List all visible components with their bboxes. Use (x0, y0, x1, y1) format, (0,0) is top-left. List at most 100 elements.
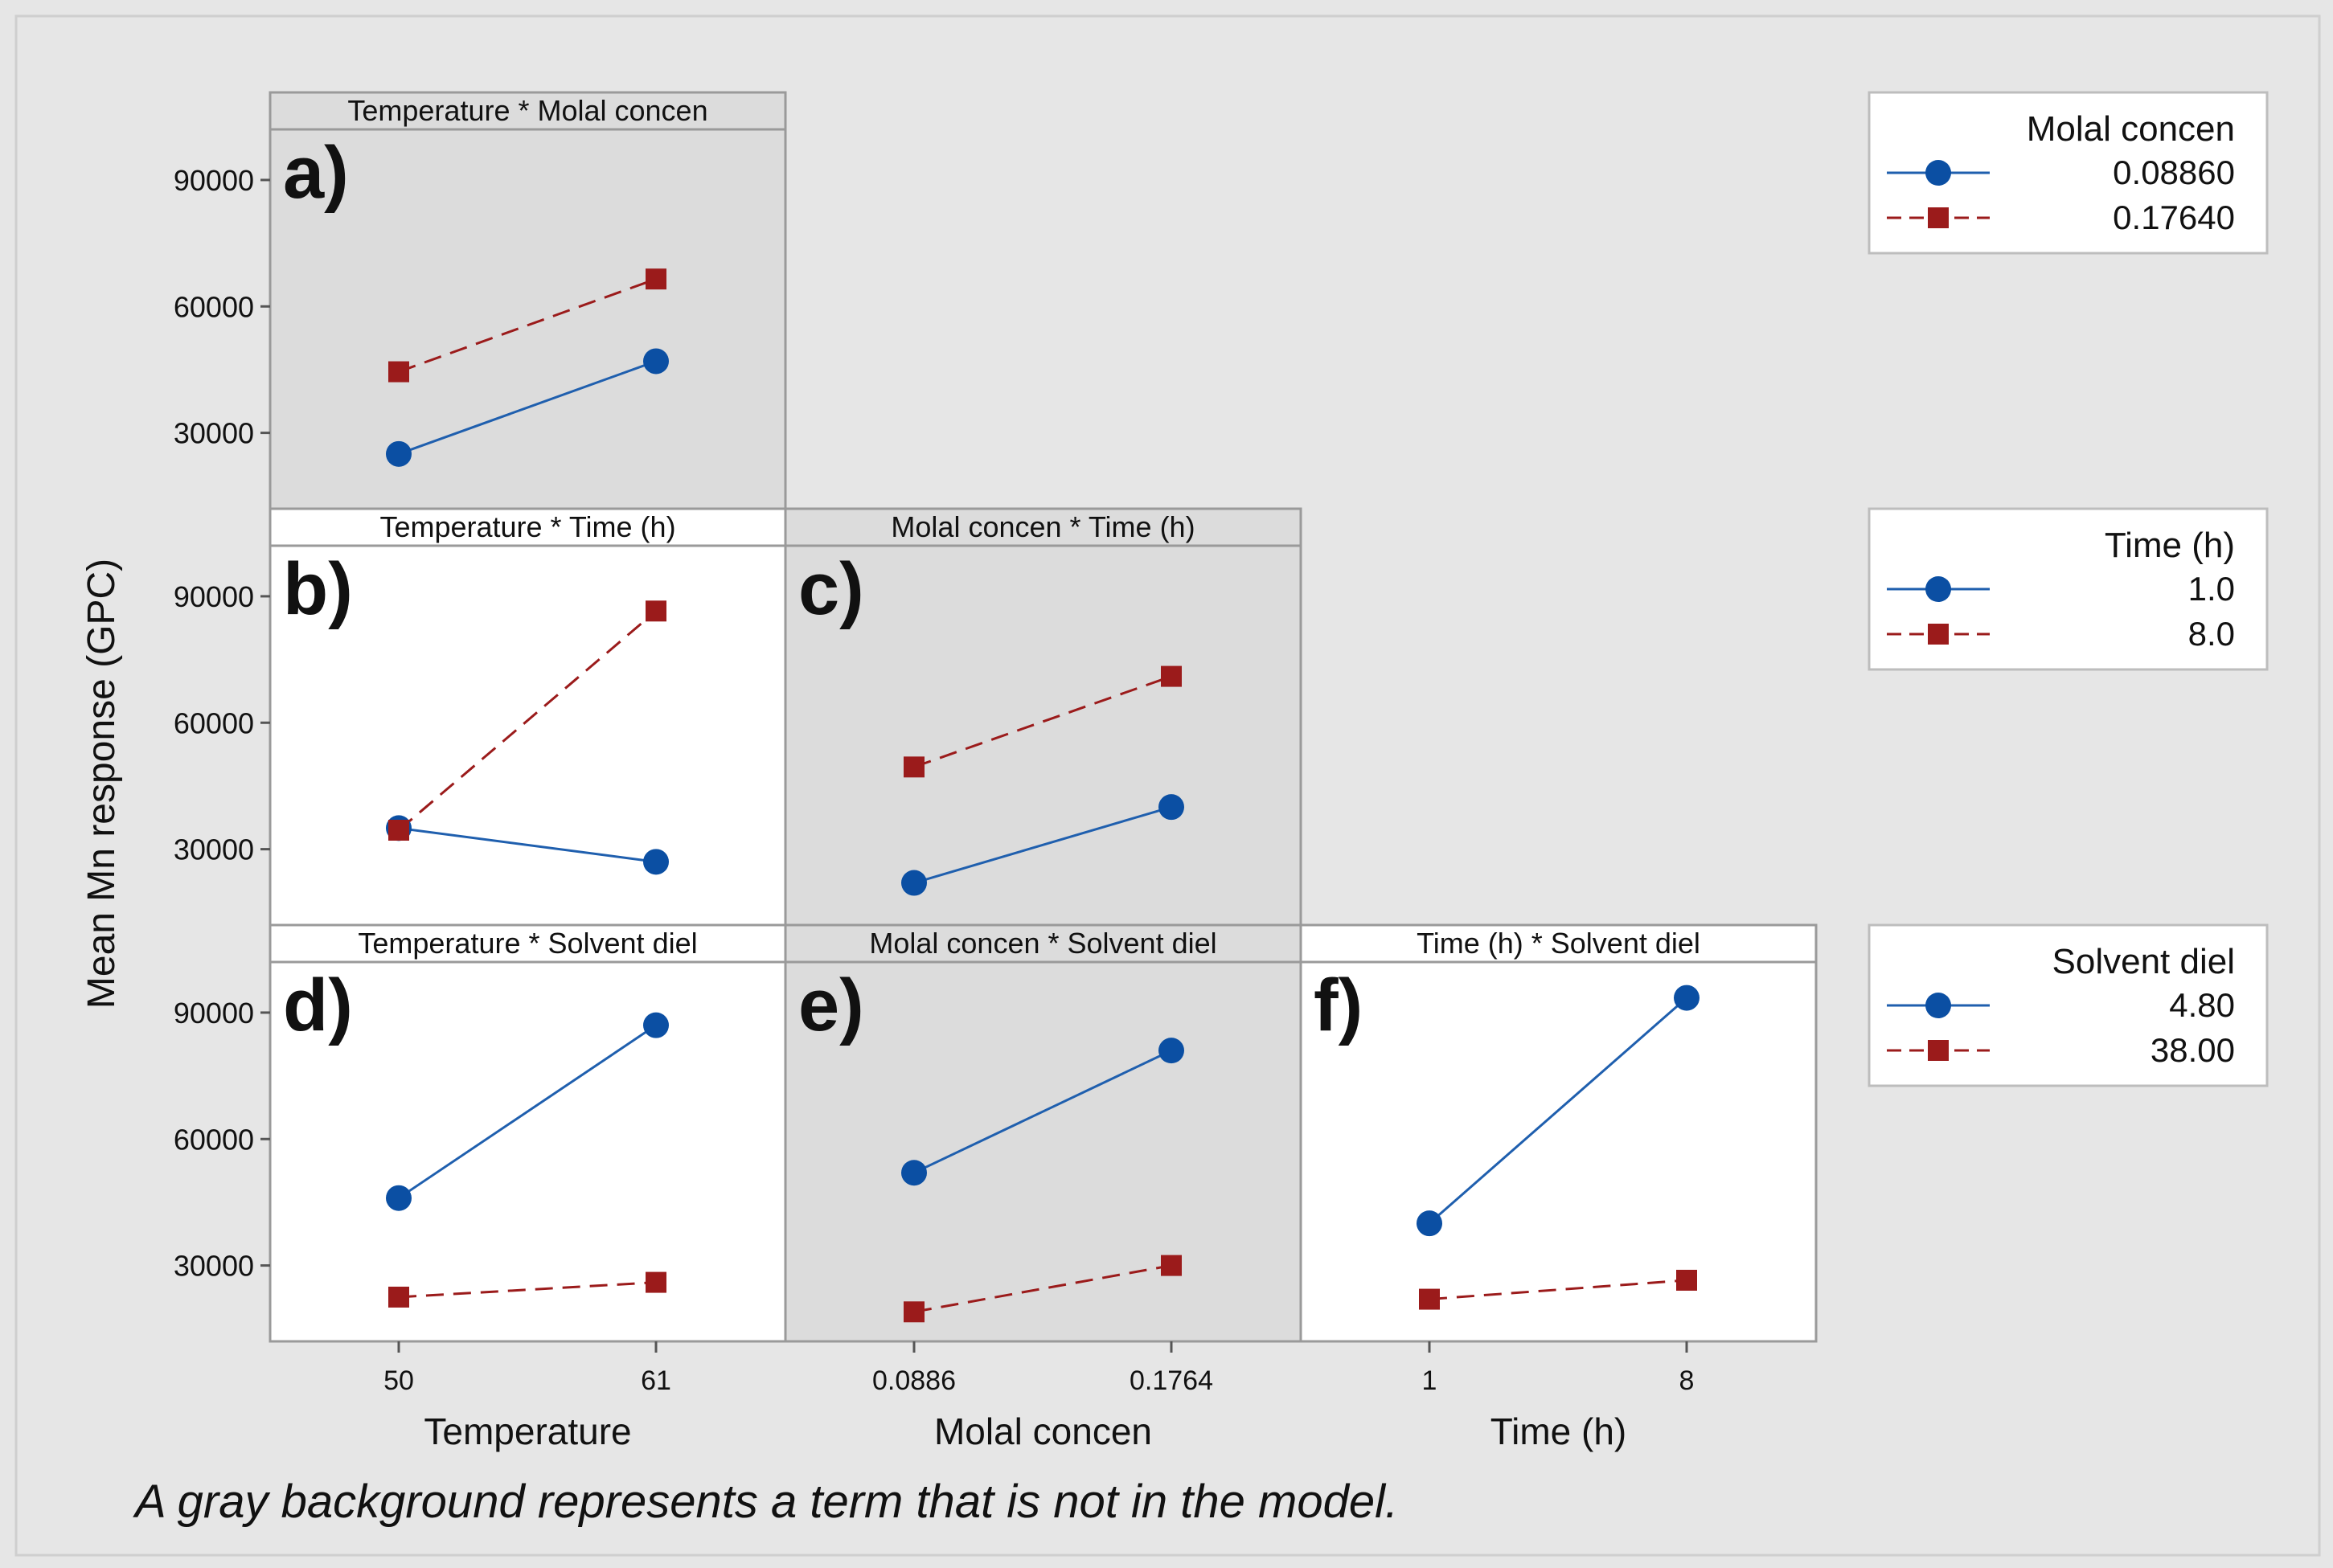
series-1-line (913, 1049, 1172, 1174)
series-2-point (1161, 1255, 1182, 1276)
series-1-point (643, 348, 669, 375)
legend-entry: 1.0 (2188, 570, 2235, 608)
series-1-line (398, 1024, 657, 1199)
panel-letter: c) (798, 548, 864, 630)
series-1-point (643, 849, 669, 875)
series-2-line (1429, 1279, 1687, 1301)
series-2-point (646, 600, 666, 622)
series-2-point (1676, 1269, 1697, 1291)
series-2-point (1161, 665, 1182, 687)
panel-a: Temperature * Molal concen a) (269, 91, 787, 510)
series-1-point (901, 1160, 927, 1186)
x-tick-label: 0.1764 (1130, 1365, 1213, 1396)
x-tick-label: 0.0886 (872, 1365, 956, 1396)
panel-title: Temperature * Time (h) (379, 510, 675, 543)
series-1-line (913, 805, 1172, 884)
panel-frame (269, 91, 787, 510)
panel-frame (784, 923, 1302, 1343)
series-2-point (388, 361, 409, 383)
y-tick-label: 30000 (174, 417, 254, 450)
panel-header (1299, 923, 1818, 964)
legend-entry: 0.17640 (2113, 199, 2235, 236)
series-1-point (386, 1185, 412, 1211)
x-tick-label: 61 (641, 1365, 671, 1396)
panel-letter: d) (283, 964, 353, 1046)
series-2-point (1419, 1288, 1440, 1310)
series-2-point (904, 1301, 925, 1323)
panel-title: Time (h) * Solvent diel (1417, 927, 1700, 960)
series-2-point (904, 756, 925, 778)
y-tick-label: 60000 (174, 290, 254, 323)
y-tick-label: 60000 (174, 706, 254, 739)
panel-title: Temperature * Solvent diel (358, 927, 697, 960)
series-2-point (388, 820, 409, 841)
legend-1: Molal concen 0.08860 0.17640 (1868, 91, 2269, 255)
x-axis-label: Molal concen (934, 1410, 1152, 1452)
series-1-point (1417, 1210, 1442, 1237)
legend-entry: 8.0 (2188, 615, 2235, 653)
legend-swatch-marker (1925, 576, 1951, 602)
series-2-line (398, 610, 657, 832)
outer-frame (14, 14, 2321, 1557)
panel-title: Temperature * Molal concen (347, 94, 707, 127)
x-tick-label: 50 (383, 1365, 414, 1396)
panel-frame (269, 923, 787, 1343)
legend-entry: 0.08860 (2113, 154, 2235, 191)
axes-layer: 30000 60000 90000 30000 60000 90000 30000 60000… (174, 164, 1695, 1452)
panel-f: Time (h) * Solvent diel f) (1299, 923, 1818, 1343)
y-axis-label: Mean Mn response (GPC) (80, 559, 123, 1009)
panel-header (269, 923, 787, 964)
panel-title: Molal concen * Solvent diel (869, 927, 1216, 960)
y-tick-label: 90000 (174, 164, 254, 197)
panel-header (784, 507, 1302, 547)
legend-swatch-marker (1928, 1040, 1949, 1061)
series-1-point (1674, 985, 1700, 1011)
series-2-point (646, 1271, 666, 1293)
panel-letter: b) (283, 548, 353, 630)
panel-title: Molal concen * Time (h) (891, 510, 1195, 543)
series-1-point (1158, 1038, 1184, 1064)
y-tick-label: 30000 (174, 1250, 254, 1283)
legend-swatch-marker (1925, 993, 1951, 1018)
panel-header (269, 91, 787, 131)
series-1-point (643, 1012, 669, 1038)
x-tick-label: 1 (1422, 1365, 1437, 1396)
y-tick-label: 90000 (174, 580, 254, 613)
panel-c: Molal concen * Time (h) c) (784, 507, 1302, 927)
legend-swatch-marker (1928, 624, 1949, 645)
series-2-point (646, 268, 666, 290)
x-axis-label: Temperature (424, 1410, 631, 1452)
x-tick-label: 8 (1679, 1365, 1695, 1396)
panel-letter: a) (283, 132, 349, 214)
legend-swatch-marker (1925, 160, 1951, 186)
series-1-line (1429, 997, 1687, 1225)
panels-layer: Temperature * Molal concena)Temperature … (269, 91, 1818, 1343)
series-2-line (913, 675, 1172, 768)
series-2-line (398, 1281, 657, 1299)
series-1-point (386, 440, 412, 467)
panel-b: Temperature * Time (h) b) (269, 507, 787, 927)
footnote: A gray background represents a term that… (133, 1476, 1398, 1528)
x-axis-label: Time (h) (1490, 1410, 1627, 1452)
panel-header (784, 923, 1302, 964)
legend-entry: 4.80 (2169, 986, 2235, 1024)
panel-frame (269, 507, 787, 927)
legend-entry: 38.00 (2151, 1031, 2235, 1069)
legend-swatch-marker (1928, 207, 1949, 228)
legend-title: Molal concen (2027, 109, 2235, 149)
y-tick-label: 60000 (174, 1123, 254, 1156)
series-2-line (398, 277, 657, 373)
legend-2: Time (h)1.08.0 (1868, 507, 2269, 671)
series-1-line (398, 360, 657, 456)
series-1-point (901, 870, 927, 896)
y-tick-label: 30000 (174, 833, 254, 866)
panel-letter: f) (1314, 964, 1363, 1046)
series-2-point (388, 1286, 409, 1308)
series-1-line (398, 826, 657, 863)
y-tick-label: 90000 (174, 997, 254, 1030)
